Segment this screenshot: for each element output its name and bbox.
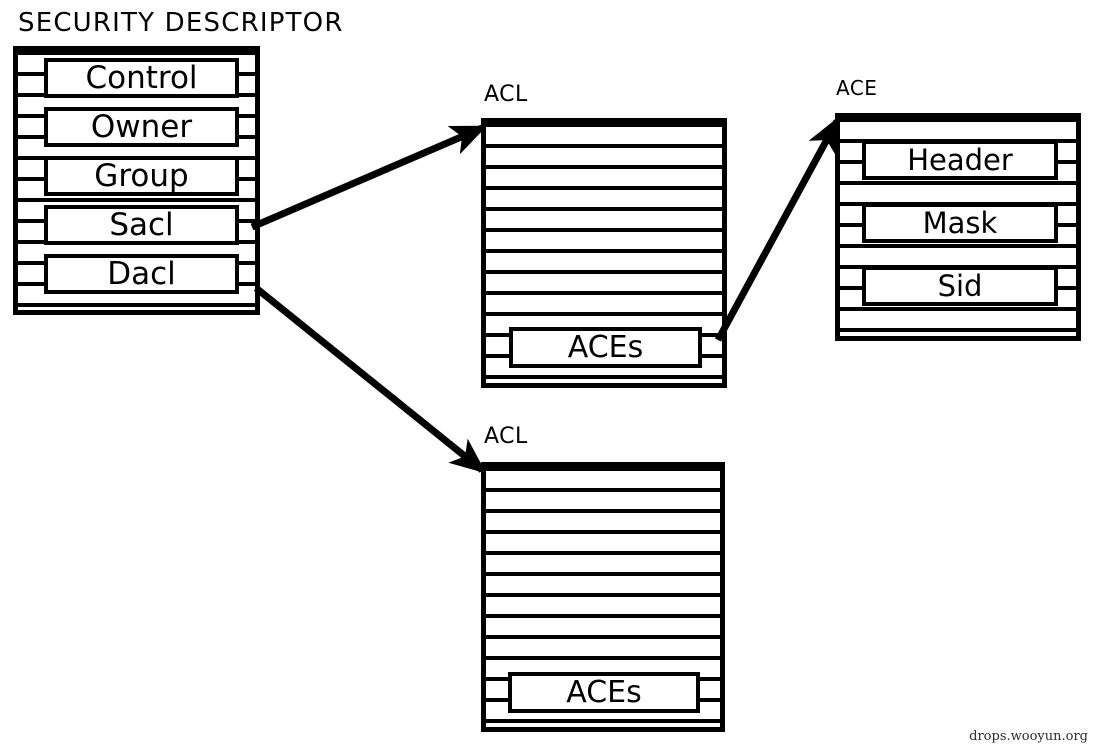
ace-field-header[interactable]: Header xyxy=(862,140,1058,180)
security-descriptor-box: Control Owner Group Sacl Dacl xyxy=(13,46,260,315)
arrow-sacl-to-acl-top xyxy=(250,124,488,231)
ace-box: Header Mask Sid xyxy=(835,113,1081,341)
acl-top-label: ACL xyxy=(484,82,528,107)
sd-field-dacl[interactable]: Dacl xyxy=(44,254,239,294)
acl-bottom-aces-field[interactable]: ACEs xyxy=(508,672,700,713)
ace-field-mask[interactable]: Mask xyxy=(862,203,1058,243)
sd-field-sacl[interactable]: Sacl xyxy=(44,205,239,245)
sd-field-owner[interactable]: Owner xyxy=(44,107,239,147)
arrow-aces-to-ace xyxy=(714,116,841,342)
sd-field-control[interactable]: Control xyxy=(44,58,239,98)
acl-top-aces-field[interactable]: ACEs xyxy=(509,327,702,368)
acl-bottom-box: ACEs xyxy=(481,462,725,732)
acl-top-box: ACEs xyxy=(481,118,727,388)
ace-field-sid[interactable]: Sid xyxy=(862,266,1058,306)
arrow-dacl-to-acl-bottom xyxy=(253,285,487,474)
watermark: drops.wooyun.org xyxy=(969,729,1088,744)
ace-label: ACE xyxy=(836,76,878,100)
page-title: SECURITY DESCRIPTOR xyxy=(18,8,344,38)
sd-field-group[interactable]: Group xyxy=(44,156,239,196)
acl-bottom-label: ACL xyxy=(484,424,528,449)
